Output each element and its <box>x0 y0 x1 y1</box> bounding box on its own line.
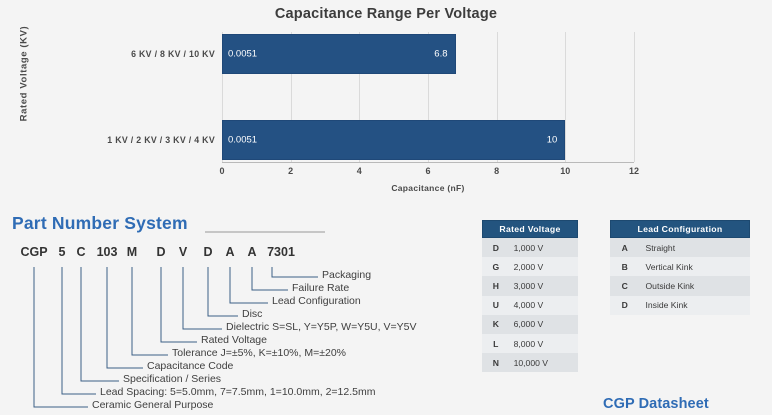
table-row[interactable]: C Outside Kink <box>610 276 750 296</box>
capacitance-chart-panel: Capacitance Range Per Voltage Rated Volt… <box>0 0 772 205</box>
rated-voltage-table-header: Rated Voltage <box>482 220 578 238</box>
chart-x-axis-label: Capacitance (nF) <box>391 183 465 193</box>
part-number-code: 7301 <box>267 245 295 259</box>
table-row[interactable]: H 3,000 V <box>482 276 578 296</box>
part-number-description-packaging: Packaging <box>322 269 372 281</box>
chart-x-tick: 4 <box>356 166 362 176</box>
part-number-code: A <box>225 245 235 259</box>
table-cell-value: 2,000 V <box>513 261 544 272</box>
part-number-code: V <box>178 245 188 259</box>
part-number-code: A <box>247 245 257 259</box>
part-number-description-disc: Disc <box>242 308 263 320</box>
chart-x-tick: 6 <box>425 166 431 176</box>
leader-lines <box>33 267 318 408</box>
table-cell-value: 1,000 V <box>513 242 544 253</box>
part-number-description-dielectric: Dielectric S=SL, Y=Y5P, W=Y5U, V=Y5V <box>226 321 417 333</box>
part-number-description-rated-voltage: Rated Voltage <box>201 334 267 346</box>
table-cell-code: A <box>621 242 628 253</box>
table-row[interactable]: K 6,000 V <box>482 314 578 334</box>
table-cell-code: G <box>492 261 500 272</box>
part-number-code-row: CGP 5 C 103 M D V D A A 7301 <box>0 245 400 267</box>
gridline <box>565 32 567 162</box>
table-cell-value: 6,000 V <box>513 319 544 330</box>
part-number-description-specification-series: Specification / Series <box>123 373 222 385</box>
chart-y-axis-label: Rated Voltage (KV) <box>18 25 30 122</box>
table-cell-code: K <box>492 319 499 330</box>
table-row[interactable]: U 4,000 V <box>482 295 578 315</box>
part-number-code: 5 <box>58 245 66 259</box>
chart-x-axis-line <box>222 162 634 163</box>
chart-bar-max-value: 10 <box>546 134 558 146</box>
part-number-description-capacitance-code: Capacitance Code <box>147 360 234 372</box>
gridline <box>496 32 498 162</box>
chart-x-tick: 12 <box>628 166 640 176</box>
table-cell-value: 8,000 V <box>513 338 544 349</box>
table-cell-code: C <box>621 280 628 291</box>
part-number-code: 103 <box>96 245 118 259</box>
table-row[interactable]: N 10,000 V <box>482 353 578 373</box>
table-cell-code: N <box>492 357 499 368</box>
table-cell-value: 3,000 V <box>513 280 544 291</box>
part-number-description-lead-configuration: Lead Configuration <box>272 295 361 307</box>
chart-x-tick: 2 <box>288 166 294 176</box>
lead-configuration-table-header: Lead Configuration <box>610 220 750 238</box>
table-cell-code: D <box>492 242 499 253</box>
gridline <box>290 32 292 162</box>
chart-bar-max-value: 6.8 <box>434 48 448 60</box>
table-cell-code: L <box>493 338 499 349</box>
part-number-description-ceramic-general-purpose: Ceramic General Purpose <box>92 399 214 411</box>
gridline <box>222 32 223 162</box>
table-cell-value: Inside Kink <box>645 300 688 311</box>
part-number-description-lead-spacing: Lead Spacing: 5=5.0mm, 7=7.5mm, 1=10.0mm… <box>100 386 376 398</box>
cgp-datasheet-link[interactable]: CGP Datasheet <box>603 396 709 412</box>
table-cell-value: Outside Kink <box>645 280 695 291</box>
part-number-code: C <box>76 245 86 259</box>
table-cell-code: U <box>492 300 499 311</box>
table-cell-code: H <box>492 280 499 291</box>
chart-plot-area: 6 KV / 8 KV / 10 KV 0.0051 6.8 1 KV / 2 … <box>107 32 635 162</box>
part-number-description-tolerance: Tolerance J=±5%, K=±10%, M=±20% <box>172 347 347 359</box>
part-number-code: CGP <box>20 245 48 259</box>
table-row[interactable]: G 2,000 V <box>482 257 578 277</box>
chart-bar[interactable]: 0.0051 6.8 <box>222 34 456 74</box>
part-number-system-heading: Part Number System <box>12 213 188 233</box>
chart-bar-row-high-voltage: 6 KV / 8 KV / 10 KV 0.0051 6.8 <box>131 34 634 74</box>
table-cell-value: 10,000 V <box>513 357 548 368</box>
table-cell-code: D <box>621 300 628 311</box>
gridline <box>634 32 635 162</box>
table-row[interactable]: B Vertical Kink <box>610 257 750 277</box>
chart-bar-row-low-voltage: 1 KV / 2 KV / 3 KV / 4 KV 0.0051 10 <box>107 120 634 160</box>
chart-x-tick: 10 <box>560 166 571 176</box>
chart-bar-min-value: 0.0051 <box>228 48 258 60</box>
chart-bar-min-value: 0.0051 <box>228 134 258 146</box>
heading-rule <box>205 231 325 233</box>
table-row[interactable]: L 8,000 V <box>482 333 578 354</box>
lead-configuration-table: Lead Configuration A Straight B Vertical K… <box>610 220 750 315</box>
table-row[interactable]: D 1,000 V <box>482 238 578 258</box>
chart-x-tick: 0 <box>219 166 225 176</box>
table-row[interactable]: D Inside Kink <box>610 295 750 315</box>
chart-category-label: 1 KV / 2 KV / 3 KV / 4 KV <box>107 135 215 145</box>
part-number-code: M <box>126 245 138 259</box>
part-number-description-failure-rate: Failure Rate <box>292 282 350 294</box>
part-number-code: D <box>156 245 166 259</box>
table-cell-value: 4,000 V <box>513 300 544 311</box>
table-cell-value: Straight <box>645 242 676 253</box>
table-cell-value: Vertical Kink <box>645 261 693 272</box>
chart-category-label: 6 KV / 8 KV / 10 KV <box>131 49 215 59</box>
gridline <box>359 32 361 162</box>
table-cell-code: B <box>621 261 628 272</box>
part-number-code: D <box>203 245 213 259</box>
table-row[interactable]: A Straight <box>610 238 750 258</box>
chart-title: Capacitance Range Per Voltage <box>274 6 498 22</box>
gridline <box>428 32 429 162</box>
rated-voltage-table: Rated Voltage D 1,000 V G 2,000 V H 3,000 V… <box>482 220 578 373</box>
chart-bar[interactable]: 0.0051 10 <box>222 120 566 160</box>
chart-x-tick: 8 <box>494 166 500 176</box>
